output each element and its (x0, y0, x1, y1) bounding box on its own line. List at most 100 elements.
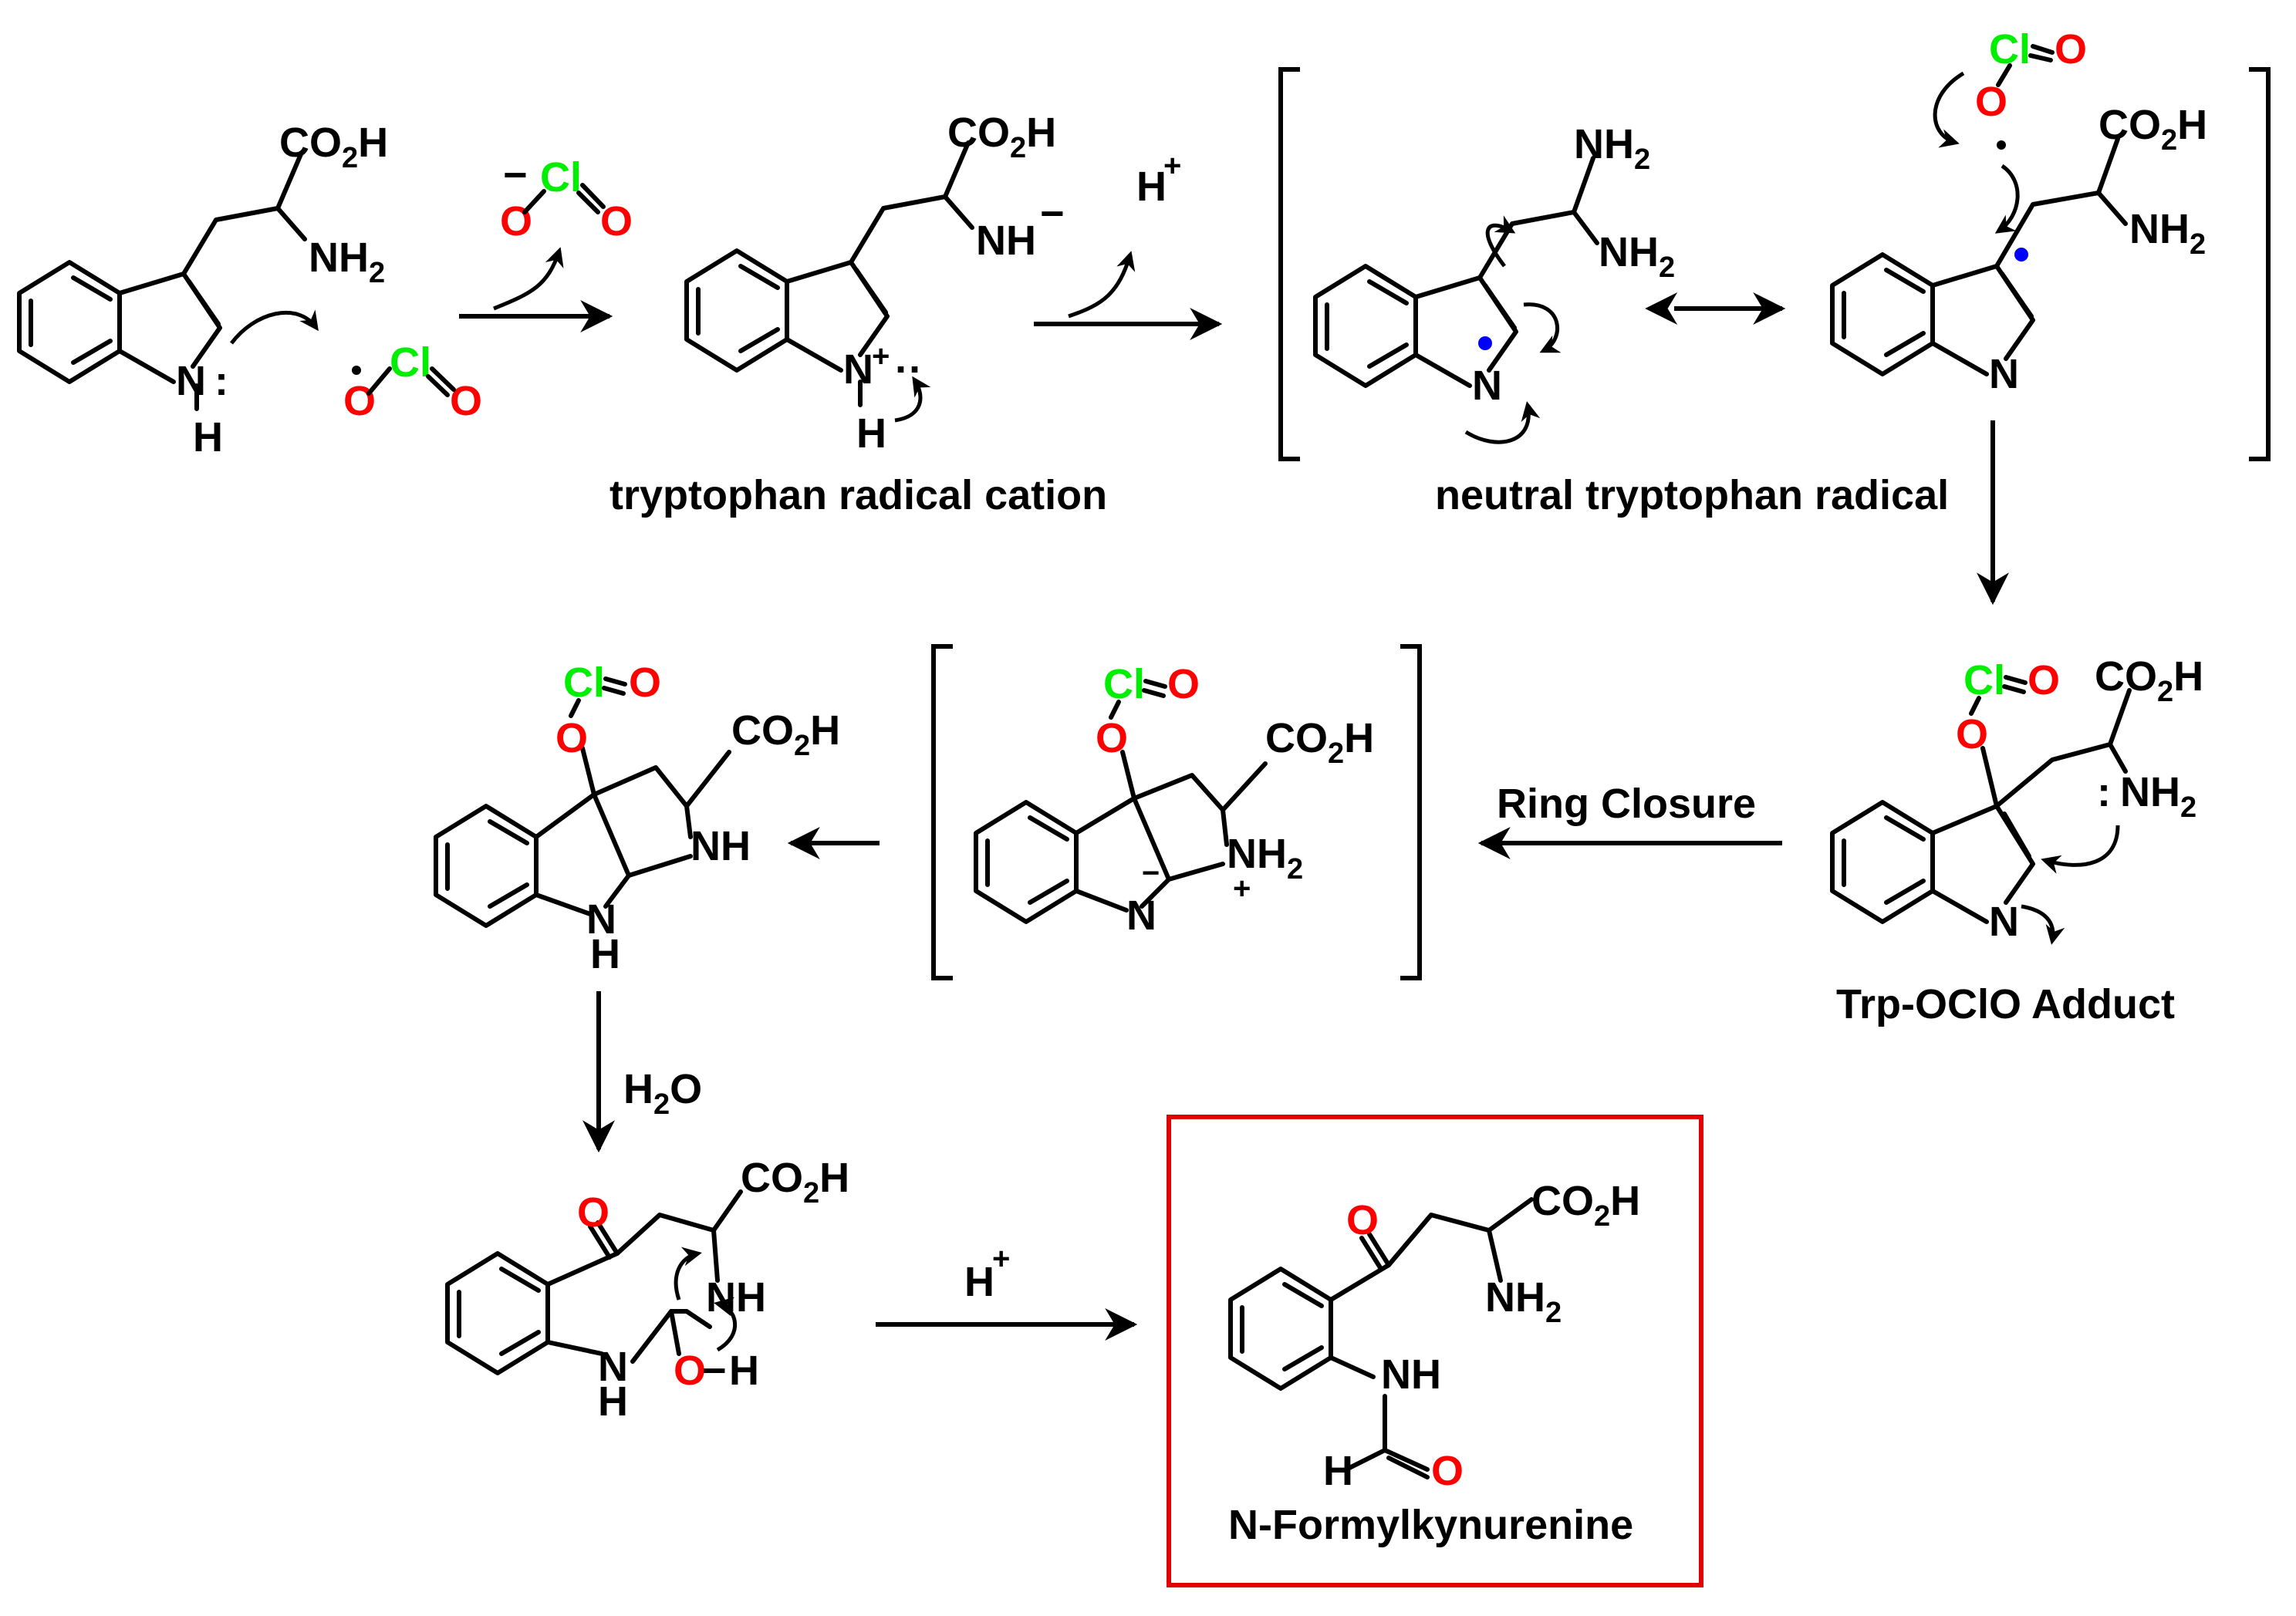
oxygen-atom: O (629, 660, 661, 706)
radical-dot (1997, 140, 2006, 150)
intermediate-bracket-left (931, 644, 953, 980)
product-highlight-box (1167, 1115, 1703, 1587)
proton-loss: H (1136, 164, 1167, 210)
aniline-nh-hydrogen: H (598, 1378, 628, 1425)
neutral-radical-form-a: N NH2 NH2 neutral tryptophan radical (1313, 121, 1949, 518)
curved-arrow-icon (894, 376, 931, 423)
chlorine-atom: Cl (1103, 661, 1145, 707)
radical-dot (352, 366, 361, 375)
product-label: N-Formylkynurenine (1228, 1502, 1633, 1548)
formamide-nh: NH (1381, 1351, 1441, 1398)
step-2-arrow: H + (1034, 149, 1223, 340)
amino-group: NH2 (2129, 206, 2206, 261)
tryptophan-radical-cation: N + ·· H CO2H NH − tryptophan radical ca… (609, 110, 1107, 518)
ketone-oxygen: O (1346, 1197, 1379, 1243)
neutral-radical-label: neutral tryptophan radical (1435, 472, 1949, 518)
indole-nh-hydrogen: H (193, 414, 223, 461)
amino-group: NH2 (1485, 1274, 1562, 1329)
amino-group: NH2 (2120, 769, 2196, 824)
amino-group: NH (976, 218, 1036, 264)
chlorite-charge: − (503, 152, 528, 198)
zwitterion-intermediate: N − NH2 + O Cl O CO2H (974, 661, 1374, 939)
curved-arrow-icon (674, 1247, 702, 1301)
carboxyl-group: CO2H (947, 110, 1056, 164)
oxygen-atom: O (1975, 79, 2007, 125)
curved-arrow-icon (493, 247, 564, 311)
pyrrolidine-nh: NH (690, 823, 751, 869)
carboxyl-group: CO2H (1265, 715, 1374, 770)
amino-group: NH2 (1599, 229, 1675, 284)
formyl-hydrogen: H (1323, 1448, 1353, 1494)
amine-lone-pair: : (2097, 769, 2111, 815)
oxygen-atom: O (450, 378, 482, 424)
carboxyl-group: CO2H (2095, 653, 2203, 708)
carbanion-charge: − (1142, 856, 1160, 890)
resonance-bracket-left (1278, 67, 1300, 461)
carboxyl-group: CO2H (279, 120, 388, 174)
amino-group: NH2 (309, 234, 385, 289)
ammonium-charge: + (1233, 872, 1251, 906)
carboxyl-group: CO2H (731, 707, 840, 762)
carboxyl-group: CO2H (741, 1155, 849, 1209)
ring-closure-label: Ring Closure (1497, 781, 1756, 827)
acid-catalyst: H (964, 1259, 994, 1305)
curved-arrow-icon (230, 309, 319, 345)
carboxyl-group: CO2H (1531, 1178, 1640, 1233)
aniline-nh: N (598, 1344, 628, 1390)
curved-arrow-icon (1994, 164, 2020, 234)
oxygen-atom: O (1167, 661, 1200, 707)
chlorine-atom: Cl (540, 154, 582, 201)
ketone-oxygen: O (577, 1189, 609, 1236)
oxygen-atom: O (2055, 26, 2087, 73)
curved-arrow-icon (2021, 904, 2065, 945)
formyl-oxygen: O (1431, 1448, 1464, 1494)
carboxyl-group: CO2H (2098, 102, 2207, 157)
indole-nitrogen: N (1989, 899, 2019, 945)
curved-arrow-icon (2041, 825, 2120, 874)
radical-cation-label: tryptophan radical cation (609, 472, 1107, 518)
oxygen-atom: O (500, 198, 532, 245)
imine-nitrogen: N (1126, 892, 1156, 939)
proton-charge: + (1163, 149, 1181, 183)
curved-arrow-icon (1933, 71, 1965, 148)
oxygen-atom: O (555, 715, 588, 761)
water-reagent: H2O (623, 1066, 702, 1121)
indole-nitrogen: N (1989, 351, 2019, 397)
pyrroloindoline: N H NH O Cl O CO2H (434, 660, 840, 977)
acid-charge: + (992, 1242, 1010, 1276)
chlorine-dioxide-radical: O Cl O (343, 339, 482, 424)
oxygen-atom: O (600, 198, 633, 245)
n-formylkynurenine: O CO2H NH2 NH H O N-Formylkynurenine (1228, 1178, 1640, 1548)
hemiaminal-intermediate: O N H NH O − H CO2H (445, 1155, 849, 1425)
chlorine-atom: Cl (1963, 657, 2005, 703)
tryptophan-molecule: N H : CO2H NH2 (17, 120, 388, 461)
nitrogen-lone-pair: : (214, 358, 228, 404)
final-step: H + (876, 1242, 1138, 1341)
hydroxyl-hydrogen: H (729, 1348, 759, 1394)
amino-group: NH2 (1574, 121, 1650, 176)
cation-charge: + (872, 339, 890, 373)
chlorine-atom: Cl (563, 660, 605, 706)
hydroxyl-bond: − (702, 1348, 727, 1394)
resonance-bracket-right (2249, 67, 2271, 461)
neutral-radical-form-b: N CO2H NH2 O Cl O (1830, 26, 2207, 397)
amine-anion-charge: − (1040, 191, 1065, 237)
curved-arrow-icon (1068, 251, 1136, 319)
indole-nitrogen: N (1472, 363, 1502, 409)
oxygen-atom: O (343, 378, 376, 424)
intermediate-bracket-right (1400, 644, 1422, 980)
chlorine-atom: Cl (390, 339, 431, 386)
curved-arrow-icon (1485, 215, 1516, 268)
nh-hydrogen: H (856, 410, 886, 457)
indole-nitrogen: N (176, 358, 206, 404)
oxygen-atom: O (1956, 711, 1988, 757)
step-1-arrow: − O Cl O (459, 152, 633, 332)
ammonium-group: NH2 (1227, 831, 1303, 886)
oxygen-atom: O (1096, 715, 1128, 761)
indole-nitrogen: N (843, 346, 873, 393)
hydroxyl-group: O (674, 1348, 706, 1394)
ring-closure-step: Ring Closure (1477, 781, 1782, 859)
radical-dot (2014, 248, 2028, 261)
adduct-label: Trp-OClO Adduct (1836, 981, 2175, 1027)
